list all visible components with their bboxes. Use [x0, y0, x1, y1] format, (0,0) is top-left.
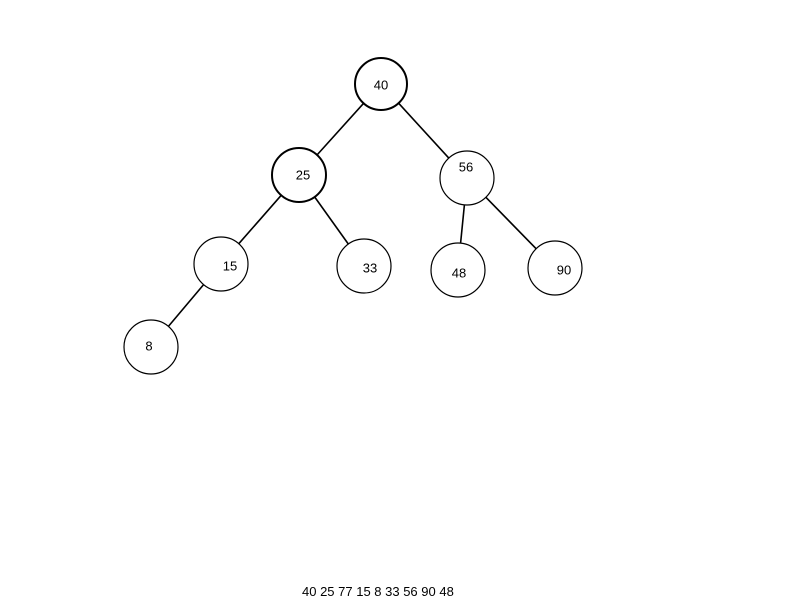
tree-node-90: 90: [527, 240, 583, 296]
tree-node-label: 40: [374, 77, 388, 92]
tree-node-56: 56: [439, 150, 495, 206]
tree-node-33: 33: [336, 238, 392, 294]
tree-node-25: 25: [271, 147, 327, 203]
tree-edge-25-33: [314, 196, 349, 245]
tree-edge-56-48: [459, 204, 466, 244]
tree-node-circle: [439, 150, 495, 206]
tree-node-circle: [123, 319, 179, 375]
tree-node-label: 90: [557, 262, 571, 277]
tree-node-label: 8: [145, 338, 152, 353]
tree-node-circle: [354, 57, 408, 111]
tree-edge-15-8: [167, 284, 205, 327]
tree-node-label: 48: [452, 265, 466, 280]
tree-node-circle: [271, 147, 327, 203]
tree-edges: [167, 102, 537, 327]
tree-edge-25-15: [238, 194, 282, 245]
tree-node-8: 8: [123, 319, 179, 375]
tree-node-label: 33: [363, 260, 377, 275]
tree-nodes: 40 25 56 15 33 48 90 8: [123, 57, 583, 375]
tree-node-label: 56: [459, 159, 473, 174]
tree-node-circle: [193, 236, 249, 292]
tree-node-label: 15: [223, 258, 237, 273]
insertion-sequence-caption: 40 25 77 15 8 33 56 90 48: [302, 584, 454, 599]
tree-node-40: 40: [354, 57, 408, 111]
tree-edge-56-90: [485, 196, 537, 250]
tree-node-15: 15: [193, 236, 249, 292]
tree-node-circle: [336, 238, 392, 294]
tree-node-label: 25: [296, 167, 310, 182]
tree-edge-40-56: [398, 102, 450, 159]
tree-node-circle: [430, 242, 486, 298]
tree-node-48: 48: [430, 242, 486, 298]
tree-edge-40-25: [316, 102, 365, 156]
tree-node-circle: [527, 240, 583, 296]
